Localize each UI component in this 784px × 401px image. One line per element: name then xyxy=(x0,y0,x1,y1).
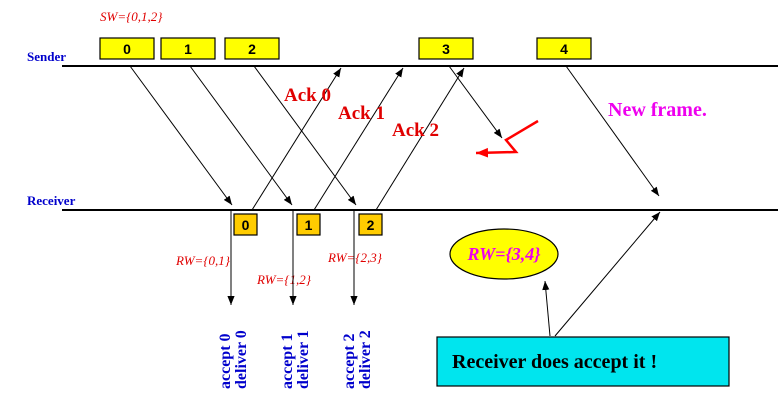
delivery-2-line2: deliver 2 xyxy=(357,330,374,389)
ack-2-arrow xyxy=(375,67,465,211)
receiver-window-highlight-label: RW={3,4} xyxy=(467,244,542,264)
ack-0-label: Ack 0 xyxy=(284,85,331,106)
callout-box: Receiver does accept it ! xyxy=(436,336,730,387)
sent-frame-0: 0 xyxy=(99,37,155,60)
sent-frame-2-label: 2 xyxy=(248,41,256,57)
sender-label: Sender xyxy=(27,49,66,64)
receiver-window-highlight: RW={3,4} xyxy=(449,228,559,280)
received-frame-1: 1 xyxy=(296,213,321,236)
sent-frame-4-label: 4 xyxy=(560,41,568,57)
ack-1-label: Ack 1 xyxy=(338,103,385,124)
delivery-1-line1: accept 1 xyxy=(279,333,296,389)
delivery-0-line2: deliver 0 xyxy=(233,330,250,389)
frame-0-arrow xyxy=(129,65,233,206)
delivery-2-line1: accept 2 xyxy=(341,333,358,389)
delivery-0-line1: accept 0 xyxy=(217,333,234,389)
received-frame-2: 2 xyxy=(358,213,383,236)
frame-4-arrow xyxy=(565,65,660,197)
sent-frame-0-label: 0 xyxy=(123,41,131,57)
frame-2-arrow xyxy=(253,65,357,206)
sender-window-label: SW={0,1,2} xyxy=(100,9,163,24)
frame-1-arrow xyxy=(189,65,293,206)
callout-pointer-to-window xyxy=(542,280,551,337)
sent-frame-1: 1 xyxy=(160,37,216,60)
sent-frame-2: 2 xyxy=(224,37,280,60)
sent-frame-1-label: 1 xyxy=(184,41,192,57)
receiver-label: Receiver xyxy=(27,193,76,208)
callout-text: Receiver does accept it ! xyxy=(452,351,657,373)
callout-pointer-to-frame xyxy=(554,211,661,337)
sent-frame-3: 3 xyxy=(418,37,474,60)
received-frame-0: 0 xyxy=(233,213,258,236)
delivery-0-text: accept 0 deliver 0 xyxy=(217,330,250,389)
received-frame-2-label: 2 xyxy=(367,217,375,233)
received-frame-0-label: 0 xyxy=(242,217,250,233)
lost-frame-lightning-icon xyxy=(475,119,539,158)
receiver-window-label-0: RW={0,1} xyxy=(175,253,231,268)
delivery-1-line2: deliver 1 xyxy=(295,330,312,389)
ack-1-arrow xyxy=(313,67,404,211)
delivery-2-text: accept 2 deliver 2 xyxy=(341,330,374,389)
receiver-window-label-2: RW={2,3} xyxy=(327,250,383,265)
ack-0-arrow xyxy=(251,67,342,211)
received-frame-1-label: 1 xyxy=(305,217,313,233)
receiver-window-label-1: RW={1,2} xyxy=(256,272,312,287)
delivery-1-text: accept 1 deliver 1 xyxy=(279,330,312,389)
frame-3-arrow xyxy=(448,65,503,139)
new-frame-label: New frame. xyxy=(608,99,707,121)
ack-2-label: Ack 2 xyxy=(392,120,439,141)
sent-frame-4: 4 xyxy=(536,37,592,60)
sent-frame-3-label: 3 xyxy=(442,41,450,57)
